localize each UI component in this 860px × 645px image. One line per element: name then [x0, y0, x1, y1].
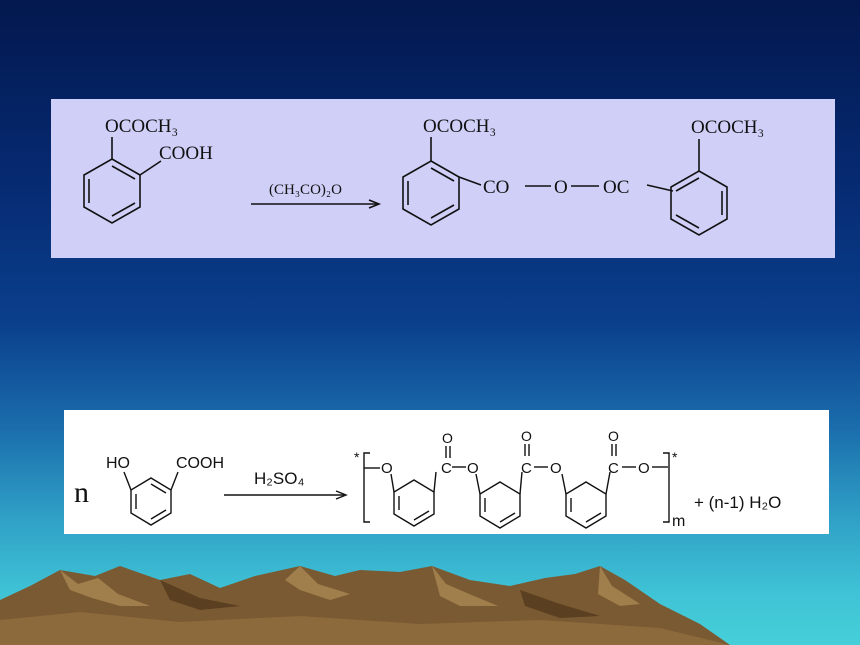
- atom-label: O: [467, 460, 479, 477]
- atom-label: O: [521, 428, 532, 444]
- atom-label: O: [442, 430, 453, 446]
- benzene-ring: [130, 477, 172, 526]
- byproduct-label: + (n-1) H₂O: [694, 493, 781, 512]
- mountain-range: [0, 566, 730, 645]
- atom-label: O: [608, 428, 619, 444]
- reagent-label: H₂SO₄: [254, 469, 304, 488]
- substituent-label: OCOCH₃: [423, 116, 496, 137]
- reaction-diagram-anhydride: OCOCH₃ COOH (CH₃CO)₂O OCOCH₃ CO O OC OCO…: [83, 116, 764, 236]
- benzene-ring: [402, 160, 460, 226]
- atom-label: C: [608, 460, 619, 477]
- atom-label: C: [521, 460, 532, 477]
- atom-label: O: [638, 460, 650, 477]
- bridge-label: OC: [603, 177, 629, 198]
- substituent-label: HO: [106, 455, 130, 472]
- reaction-panel-anhydride: OCOCH₃ COOH (CH₃CO)₂O OCOCH₃ CO O OC OCO…: [51, 99, 835, 258]
- benzene-ring: [83, 158, 141, 224]
- benzene-ring: [393, 479, 435, 527]
- benzene-ring: [670, 170, 728, 236]
- benzene-ring: [479, 481, 521, 529]
- substituent-label: OCOCH₃: [691, 117, 764, 138]
- reaction-panel-polyester: n HO COOH H₂SO₄ * O O C O O C O O C O * …: [64, 410, 829, 534]
- atom-label: O: [381, 460, 393, 477]
- bridge-label: O: [554, 177, 568, 198]
- reaction-diagram-polyester: n HO COOH H₂SO₄ * O O C O O C O O C O * …: [74, 428, 781, 530]
- stoichiometric-coefficient: n: [74, 476, 89, 509]
- atom-label: O: [550, 460, 562, 477]
- repeat-unit-subscript: m: [672, 513, 685, 530]
- atom-label: C: [441, 460, 452, 477]
- polymer-bracket-right: [663, 452, 670, 523]
- benzene-ring: [565, 481, 607, 529]
- end-group-star: *: [354, 449, 360, 465]
- substituent-label: OCOCH₃: [105, 116, 178, 137]
- reagent-label: (CH₃CO)₂O: [269, 182, 342, 198]
- polymer-bracket-left: [363, 452, 370, 523]
- substituent-label: COOH: [159, 143, 213, 164]
- bridge-label: CO: [483, 177, 509, 198]
- substituent-label: COOH: [176, 455, 224, 472]
- end-group-star: *: [672, 449, 678, 465]
